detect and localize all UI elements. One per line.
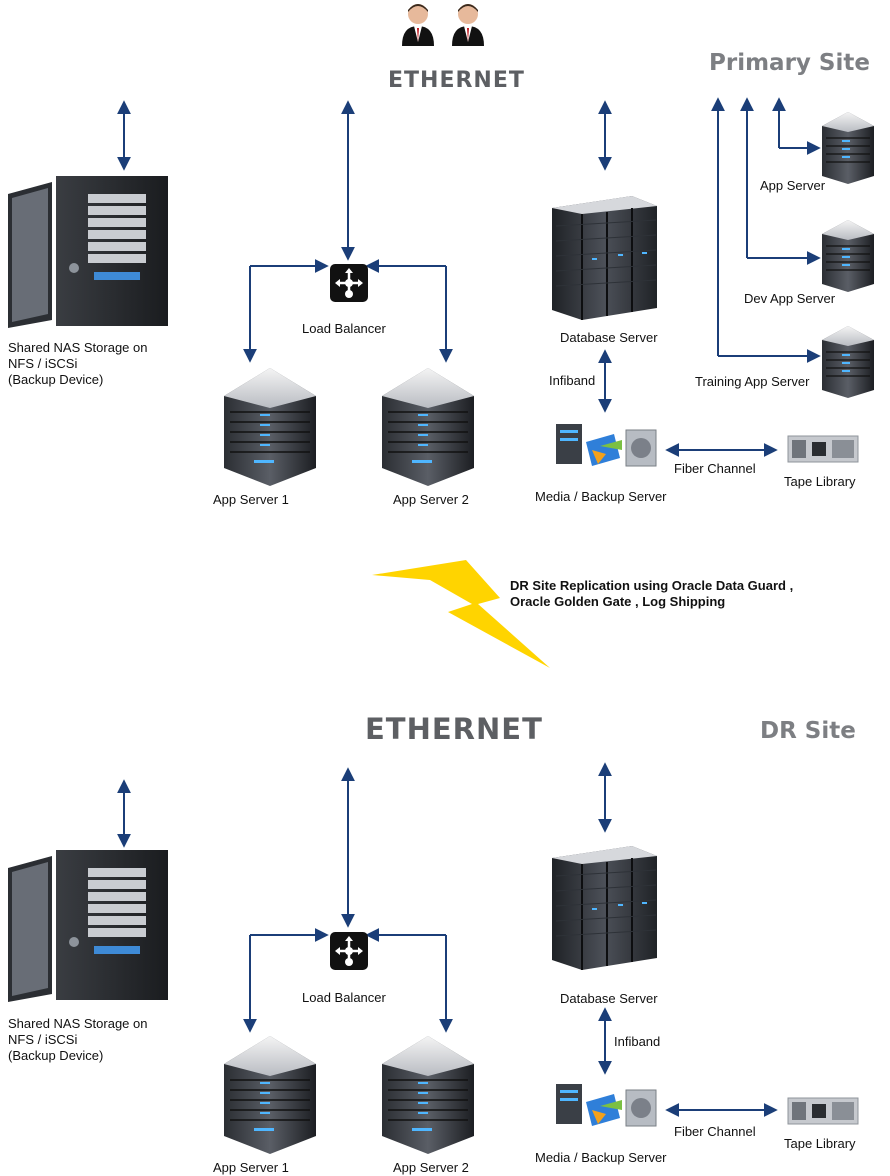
nas-label: Shared NAS Storage on NFS / iSCSi (Backu… [8, 340, 147, 388]
dev-app-server-icon [821, 219, 875, 293]
dr-backup-server-icon [555, 1083, 657, 1127]
dr-tape-library-label: Tape Library [784, 1136, 856, 1151]
dr-nas-label: Shared NAS Storage on NFS / iSCSi (Backu… [8, 1016, 147, 1064]
dr-app-server-1-icon [223, 1035, 317, 1155]
dr-load-balancer-icon [328, 930, 370, 972]
primary-site-heading: Primary Site [709, 50, 870, 76]
dr-database-rack-icon [551, 845, 658, 971]
dr-infiband-label: Infiband [614, 1034, 661, 1049]
backup-server-icon [555, 423, 657, 467]
dr-site-heading: DR Site [760, 718, 856, 744]
load-balancer-label: Load Balancer [302, 321, 386, 336]
app-server-1-icon [223, 367, 317, 487]
replication-note: DR Site Replication using Oracle Data Gu… [510, 578, 793, 610]
replication-note-line2: Oracle Golden Gate , Log Shipping [510, 594, 726, 609]
dr-fiber-channel-label: Fiber Channel [674, 1124, 756, 1139]
training-app-server-label: Training App Server [695, 374, 810, 389]
dr-nas-storage-icon [8, 850, 168, 1002]
tape-library-label: Tape Library [784, 474, 856, 489]
dev-app-server-label: Dev App Server [744, 291, 836, 306]
nas-label-line2: NFS / iSCSi [8, 356, 78, 371]
nas-storage-icon [8, 176, 168, 328]
media-backup-label: Media / Backup Server [535, 489, 667, 504]
app-server-1-label: App Server 1 [213, 492, 289, 507]
database-rack-icon [551, 195, 658, 321]
nas-label-line3: (Backup Device) [8, 372, 104, 387]
dr-app-server-2-icon [381, 1035, 475, 1155]
dr-nas-label-line3: (Backup Device) [8, 1048, 104, 1063]
dr-ethernet-heading: ETHERNET [365, 712, 543, 746]
nas-label-line1: Shared NAS Storage on [8, 340, 148, 355]
replication-note-line1: DR Site Replication using Oracle Data Gu… [510, 578, 794, 593]
infiband-label: Infiband [549, 373, 596, 388]
ethernet-heading: ETHERNET [388, 68, 525, 93]
load-balancer-icon [328, 262, 370, 304]
app-server-label: App Server [760, 178, 826, 193]
dr-tape-library-icon [787, 1097, 859, 1125]
dr-nas-label-line2: NFS / iSCSi [8, 1032, 78, 1047]
fiber-channel-label: Fiber Channel [674, 461, 756, 476]
dr-app-server-1-label: App Server 1 [213, 1160, 289, 1175]
dr-app-server-2-label: App Server 2 [393, 1160, 469, 1175]
dr-nas-label-line1: Shared NAS Storage on [8, 1016, 148, 1031]
dr-media-backup-label: Media / Backup Server [535, 1150, 667, 1165]
users-icon [402, 4, 484, 46]
lightning-bolt-icon [372, 560, 550, 668]
tape-library-icon [787, 435, 859, 463]
app-server-2-icon [381, 367, 475, 487]
dr-load-balancer-label: Load Balancer [302, 990, 386, 1005]
training-app-server-icon [821, 325, 875, 399]
app-server-2-label: App Server 2 [393, 492, 469, 507]
app-server-icon [821, 111, 875, 185]
dr-database-server-label: Database Server [560, 991, 658, 1006]
database-server-label: Database Server [560, 330, 658, 345]
